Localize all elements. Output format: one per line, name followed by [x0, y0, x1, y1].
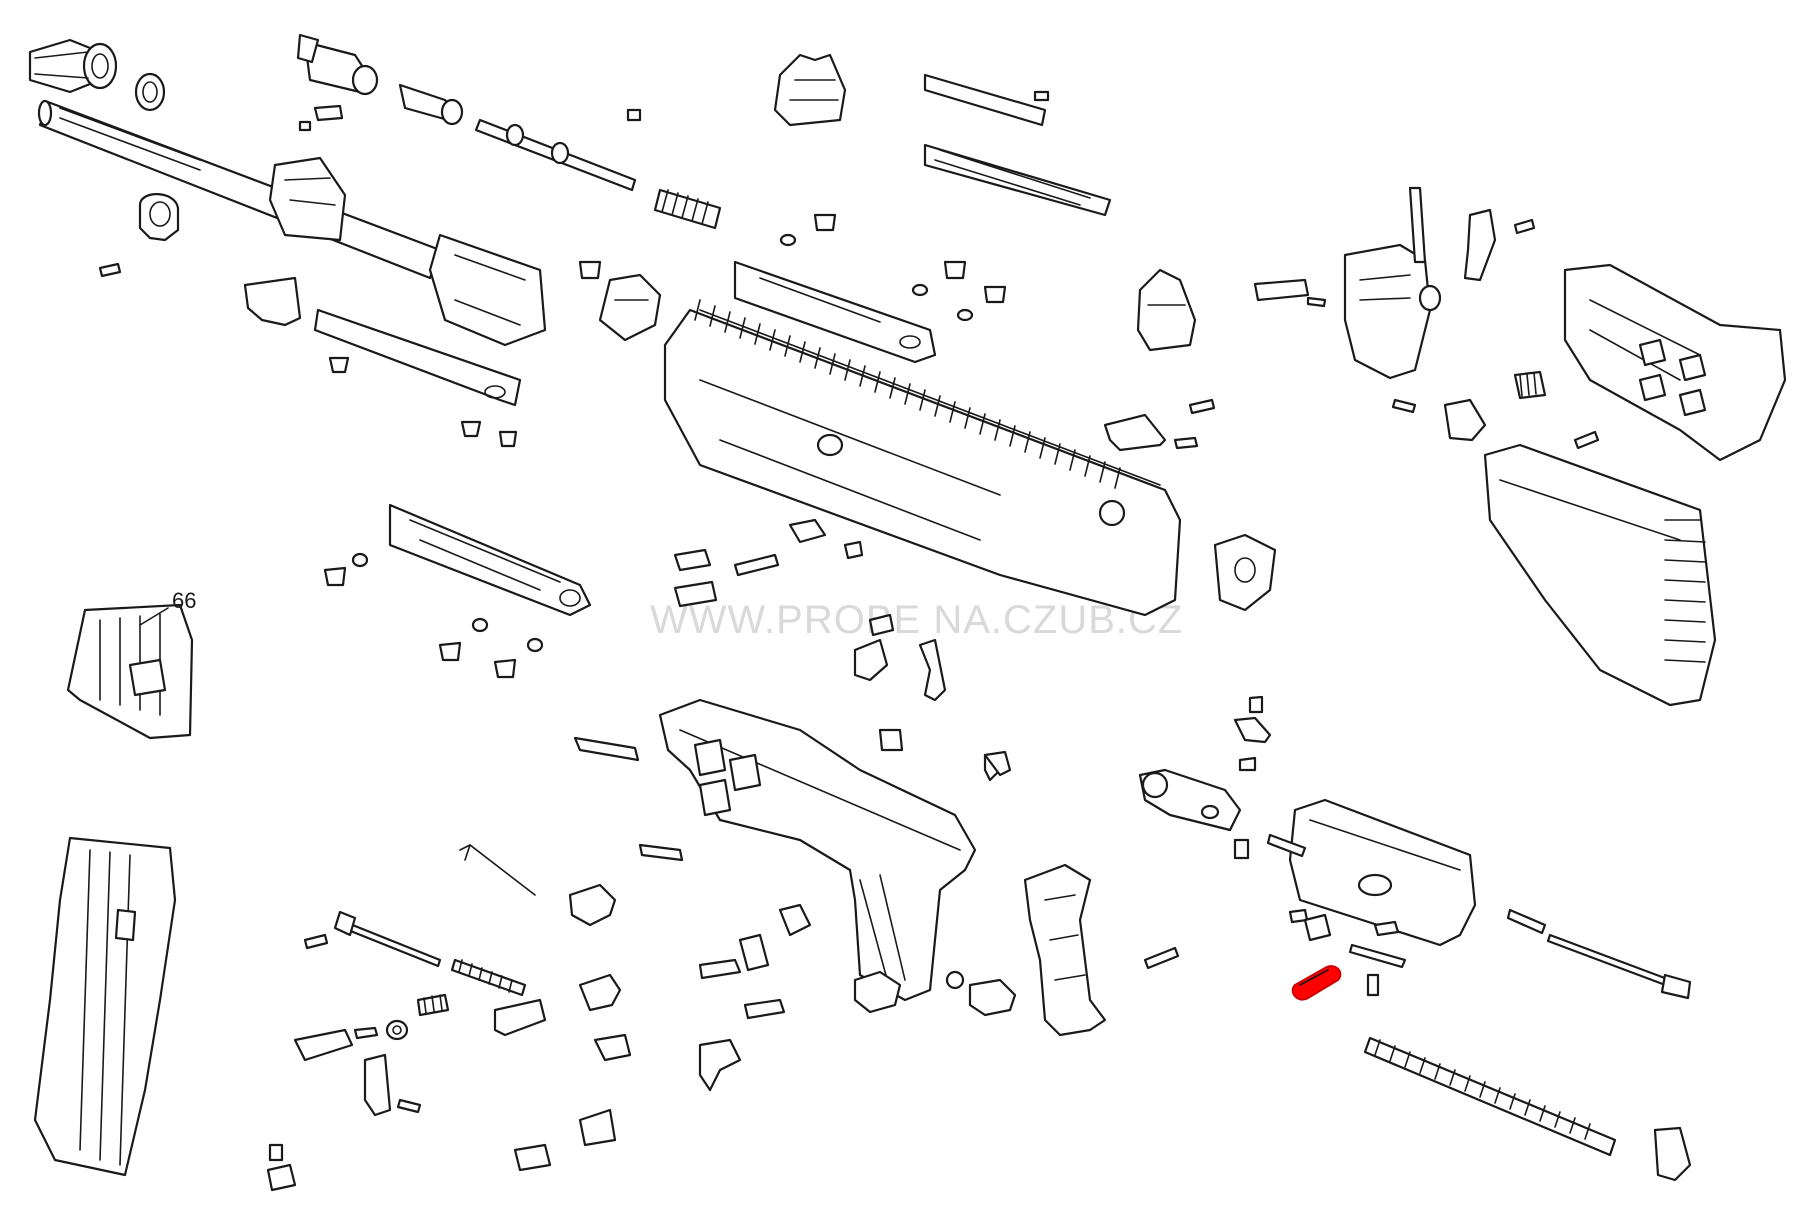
buttstock[interactable] [1563, 263, 1787, 462]
sear-parts[interactable] [513, 1033, 632, 1172]
barrel[interactable] [37, 99, 442, 280]
magazine-block[interactable] [66, 603, 194, 740]
small-parts-topcenter[interactable] [298, 104, 642, 132]
bolt-carrier[interactable] [1288, 798, 1477, 947]
charging-handle-rail[interactable] [923, 143, 1112, 217]
watermark-text: WWW.PROBE NA.CZUB.CZ [650, 598, 1183, 642]
piston-spring[interactable] [653, 188, 722, 230]
gas-regulator[interactable] [398, 83, 464, 126]
ejector-block[interactable] [673, 518, 864, 608]
screws-left[interactable] [328, 356, 518, 448]
lower-screws[interactable] [323, 552, 544, 679]
extractor[interactable] [1233, 695, 1272, 860]
screws-center[interactable] [578, 213, 1007, 322]
hammer-spring[interactable] [738, 903, 812, 972]
callout-leader [139, 607, 169, 626]
bolt-head[interactable] [1138, 768, 1242, 832]
magazine-catch[interactable] [293, 1026, 379, 1062]
stock-spring[interactable] [1513, 370, 1547, 400]
small-spring-right[interactable] [1253, 218, 1536, 308]
recoil-spring-lower[interactable] [450, 958, 527, 997]
bracket-left[interactable] [243, 276, 302, 327]
pin-small[interactable] [98, 262, 122, 278]
upper-receiver[interactable] [663, 299, 1182, 617]
rear-sight-base[interactable] [1343, 243, 1442, 380]
gas-cylinder[interactable] [296, 33, 379, 96]
washer-left[interactable] [385, 1019, 409, 1041]
rear-sight-pin[interactable] [1408, 186, 1427, 264]
spring-left-small[interactable] [416, 993, 450, 1017]
sling-swivel[interactable] [598, 273, 662, 342]
ejector-rod[interactable] [333, 910, 442, 968]
barrel-strap[interactable] [313, 308, 522, 407]
charging-handle-latch[interactable] [1213, 533, 1277, 612]
pins-right[interactable] [1188, 398, 1600, 450]
small-pin-left-1[interactable] [268, 933, 422, 1162]
flash-hider[interactable] [28, 38, 118, 94]
firing-pin[interactable] [1546, 933, 1692, 1000]
mag-release-button[interactable] [363, 1053, 392, 1117]
selector-lever[interactable] [853, 613, 1012, 782]
callout-66: 66 [172, 588, 196, 613]
spring-small-right[interactable] [1173, 436, 1199, 450]
disconnector[interactable] [853, 970, 902, 1014]
wire-spring-1[interactable] [459, 844, 536, 896]
hammer[interactable] [568, 883, 622, 1012]
latch-lever[interactable] [1463, 208, 1497, 282]
recoil-buffer-housing[interactable] [1483, 443, 1717, 707]
top-rail-strip[interactable] [923, 73, 1050, 127]
barrel-nut[interactable] [134, 72, 166, 112]
piston-rod[interactable] [474, 118, 637, 192]
trigger-pins[interactable] [573, 736, 786, 1020]
lever-small-left[interactable] [266, 1163, 297, 1192]
barrel-extension[interactable] [428, 233, 547, 347]
buffer-end[interactable] [1653, 1126, 1692, 1182]
receiver-end-cap[interactable] [1103, 413, 1167, 452]
guide-spring-small[interactable] [1266, 833, 1547, 935]
lower-strap[interactable] [388, 503, 592, 617]
recoil-spring-main[interactable] [1363, 1036, 1617, 1157]
magazine[interactable] [33, 836, 177, 1177]
firing-pin-retainer[interactable] [493, 998, 547, 1037]
rear-sight-upper[interactable] [773, 53, 847, 127]
pin-center-right[interactable] [1143, 946, 1180, 970]
bolt-catch[interactable] [968, 978, 1017, 1017]
handguard-rail-side[interactable] [733, 260, 937, 364]
stock-button[interactable] [1443, 398, 1487, 442]
gas-block[interactable] [268, 156, 347, 242]
firing-pin-retaining-pin[interactable] [1348, 920, 1407, 997]
front-sight-post[interactable] [1136, 268, 1197, 352]
lower-receiver[interactable] [658, 698, 977, 1002]
pistol-grip[interactable] [1023, 863, 1107, 1037]
trigger[interactable] [698, 1038, 742, 1092]
cam-pin[interactable] [1303, 913, 1332, 942]
highlighted-pin[interactable] [1291, 965, 1342, 1001]
front-sight-ring[interactable] [138, 193, 180, 242]
